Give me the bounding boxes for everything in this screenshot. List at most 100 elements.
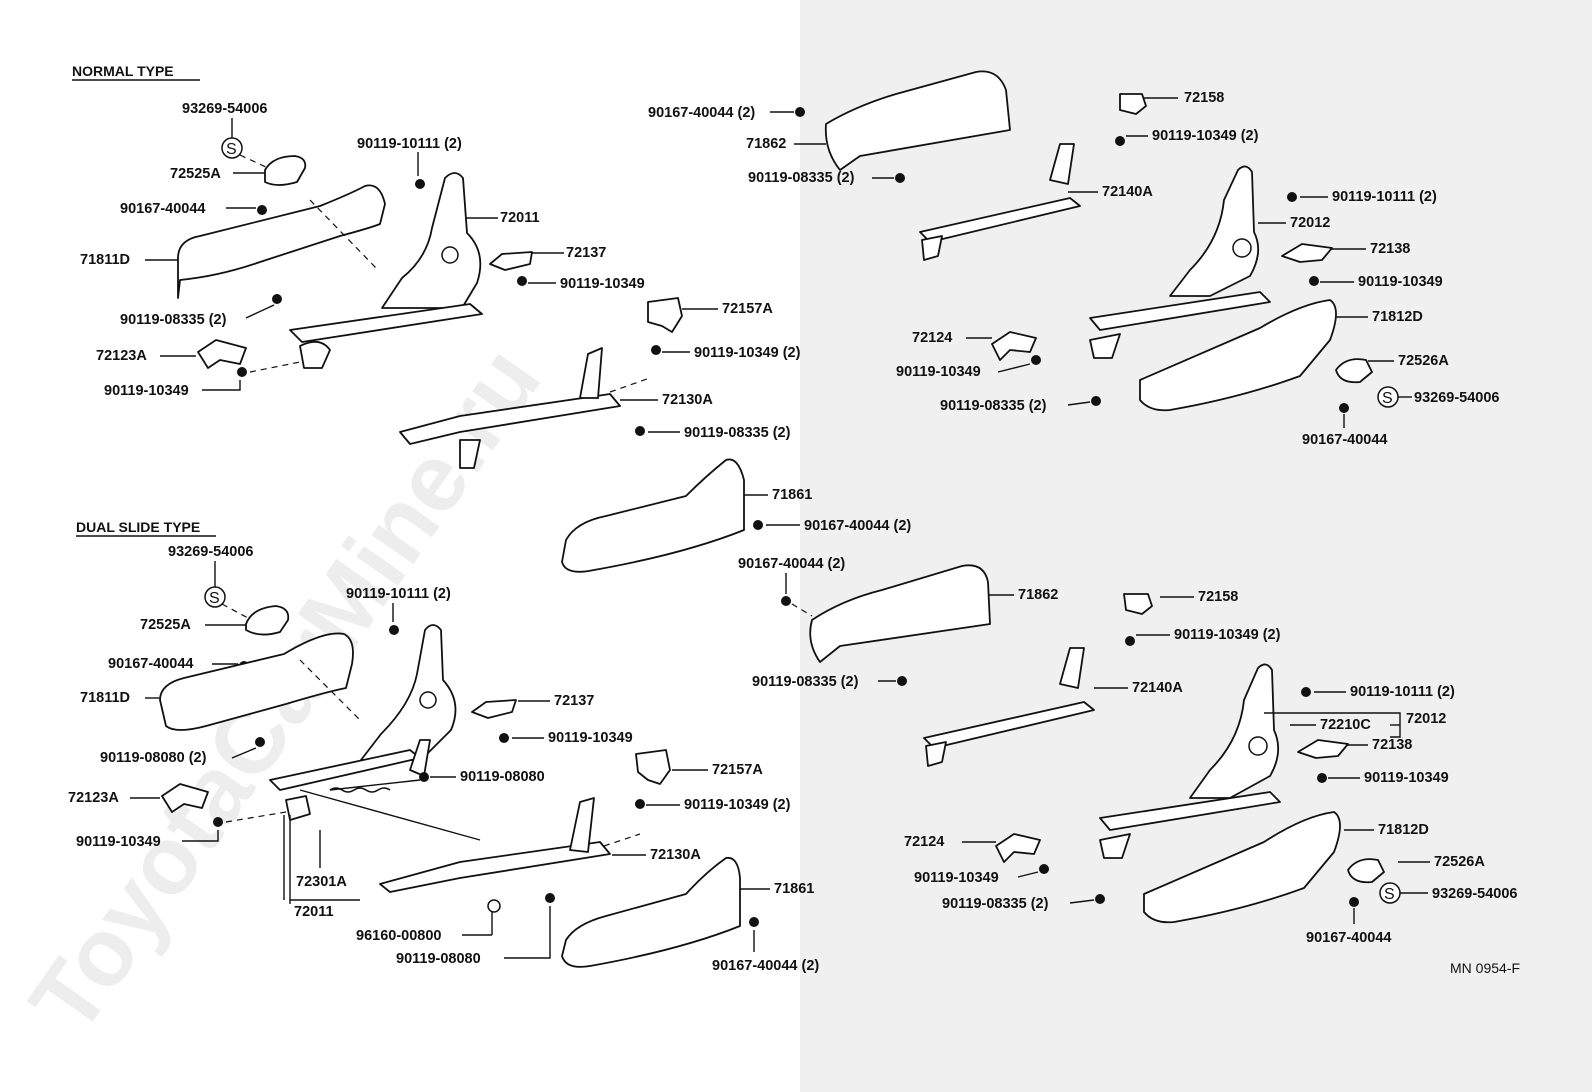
bolt-icon xyxy=(1091,396,1101,406)
screw-icon xyxy=(795,107,805,117)
part-label: 72137 xyxy=(566,245,606,261)
part-label: 90119-08335 (2) xyxy=(748,170,855,186)
part-label: 71811D xyxy=(80,690,130,706)
bolt-icon xyxy=(545,893,555,903)
right-panel-background xyxy=(800,0,1592,1092)
rail-post xyxy=(1059,647,1085,689)
adjuster-post xyxy=(579,347,603,399)
knob-72525A xyxy=(264,155,307,186)
recliner-72011 xyxy=(360,624,457,761)
knob-72525A xyxy=(245,605,290,636)
part-label: 90119-10349 xyxy=(896,364,981,380)
part-label: 90167-40044 xyxy=(1306,930,1391,946)
bolt-icon xyxy=(237,367,247,377)
seat-rail xyxy=(1089,291,1271,331)
part-label: 72140A xyxy=(1102,184,1153,200)
part-label: 72011 xyxy=(500,210,540,226)
part-label: 72526A xyxy=(1434,854,1485,870)
cover-72124 xyxy=(991,331,1037,361)
part-label: 90119-10349 xyxy=(76,834,161,850)
cover-72123A xyxy=(161,783,209,813)
bolt-icon xyxy=(635,426,645,436)
part-label: 71812D xyxy=(1372,309,1423,325)
bolt-icon xyxy=(1287,192,1297,202)
part-label: 71862 xyxy=(1018,587,1058,603)
cover-71812D xyxy=(1143,811,1341,924)
bolt-icon xyxy=(1039,864,1049,874)
bracket-72138 xyxy=(1297,739,1349,759)
part-label: 90119-10349 xyxy=(560,276,645,292)
part-label: 90119-08335 (2) xyxy=(120,312,227,328)
rail-foot xyxy=(1099,833,1131,859)
part-label: 93269-54006 xyxy=(1414,390,1499,406)
part-label: 90119-08080 xyxy=(396,951,481,967)
bolt-icon xyxy=(272,294,282,304)
recliner-72011 xyxy=(381,172,482,309)
adjuster-foot xyxy=(459,439,481,469)
seat-rail xyxy=(289,303,483,343)
screw-icon xyxy=(257,205,267,215)
part-label: 90119-08080 (2) xyxy=(100,750,207,766)
part-label: 90167-40044 xyxy=(108,656,193,672)
part-label: 72138 xyxy=(1370,241,1410,257)
part-label: 72525A xyxy=(170,166,221,182)
part-label: 90119-10349 xyxy=(1364,770,1449,786)
cover-71861 xyxy=(561,458,745,573)
bolt-icon xyxy=(419,772,429,782)
cover-71862 xyxy=(824,70,1011,171)
part-label: 72012 xyxy=(1406,711,1446,727)
part-label: 90167-40044 (2) xyxy=(712,958,819,974)
bolt-icon xyxy=(635,799,645,809)
recliner-72012 xyxy=(1169,165,1260,297)
spring xyxy=(329,787,391,793)
rail-foot xyxy=(921,235,943,261)
diagram-code: MN 0954-F xyxy=(1450,960,1520,976)
part-label: 90167-40044 (2) xyxy=(738,556,845,572)
screw-icon xyxy=(1339,403,1349,413)
screw-icon xyxy=(781,596,791,606)
part-label: 72157A xyxy=(712,762,763,778)
part-label: 90119-10111 (2) xyxy=(357,136,462,152)
bracket-72138 xyxy=(1281,243,1333,263)
bolt-icon xyxy=(1301,687,1311,697)
bolt-icon xyxy=(1125,636,1135,646)
cover-72123A xyxy=(197,339,247,369)
cover-72157A xyxy=(635,749,671,785)
bolt-icon xyxy=(1031,355,1041,365)
cover-71861 xyxy=(561,856,741,968)
part-label: 72140A xyxy=(1132,680,1183,696)
part-label: 90119-08080 xyxy=(460,769,545,785)
cover-72157A xyxy=(647,297,683,333)
part-label: 90119-08335 (2) xyxy=(752,674,859,690)
bolt-icon xyxy=(415,179,425,189)
seal-symbol-text: S xyxy=(1382,390,1393,407)
part-label: 90119-10349 (2) xyxy=(1174,627,1281,643)
part-label: 72301A xyxy=(296,874,347,890)
part-label: 90167-40044 xyxy=(1302,432,1387,448)
part-label: 90167-40044 xyxy=(120,201,205,217)
part-label: 72123A xyxy=(96,348,147,364)
bolt-icon xyxy=(255,737,265,747)
recliner-72012 xyxy=(1189,663,1280,799)
part-label: 90119-10349 xyxy=(104,383,189,399)
bolt-icon xyxy=(499,733,509,743)
part-label: 90119-10349 xyxy=(548,730,633,746)
bolt-icon xyxy=(1115,136,1125,146)
screw-icon xyxy=(749,917,759,927)
rail-foot xyxy=(1089,333,1121,359)
part-label: 71862 xyxy=(746,136,786,152)
part-label: 72158 xyxy=(1198,589,1238,605)
seat-rail xyxy=(1099,791,1281,831)
seat-adjuster-72130A xyxy=(379,841,611,893)
part-label: 90119-08335 (2) xyxy=(684,425,791,441)
knob-72158 xyxy=(1119,93,1147,115)
part-label: 90119-10349 (2) xyxy=(694,345,801,361)
bolt-icon xyxy=(897,676,907,686)
cover-71862 xyxy=(809,564,991,663)
part-label: 90119-10111 (2) xyxy=(346,586,451,602)
bracket-72137 xyxy=(471,699,517,719)
slide-post xyxy=(409,739,431,777)
cover-71811D xyxy=(177,184,386,299)
part-label: 71812D xyxy=(1378,822,1429,838)
part-label: 90119-08335 (2) xyxy=(940,398,1047,414)
